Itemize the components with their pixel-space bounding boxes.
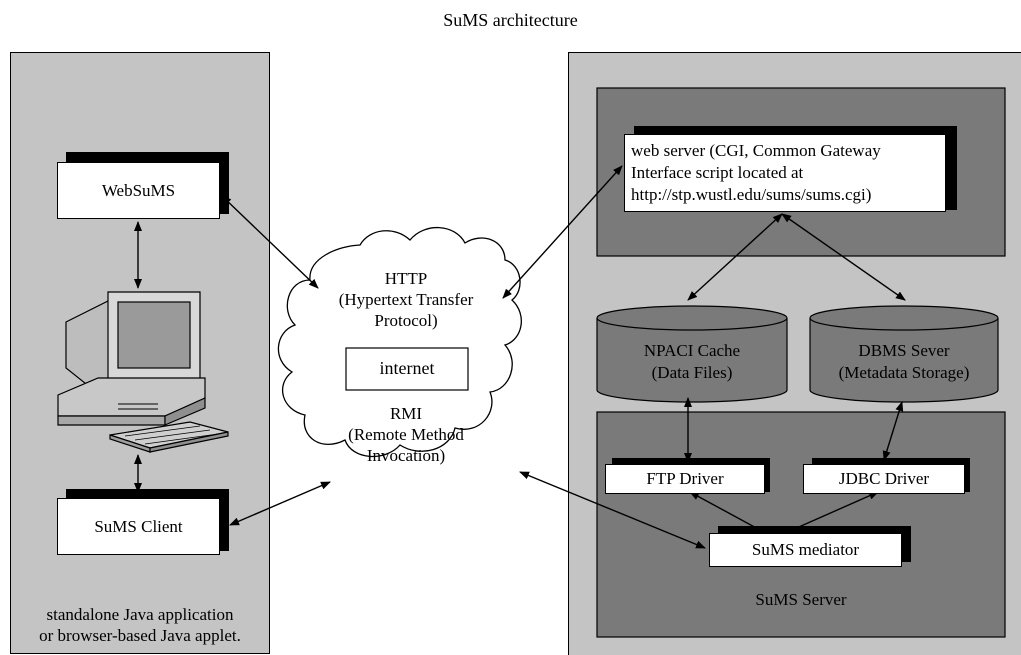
arrow-webserver-npaci: [687, 213, 783, 301]
dbms-line2: (Metadata Storage): [838, 363, 970, 382]
dbms-server-cylinder: [809, 305, 999, 403]
arrow-rmi-mediator: [519, 471, 706, 549]
websums-label: WebSuMS: [101, 180, 176, 200]
ftp-driver-label: FTP Driver: [646, 469, 724, 488]
arrow-client-rmi: [229, 481, 331, 526]
arrow-mediator-jdbc: [791, 491, 879, 531]
npaci-cache-label: NPACI Cache (Data Files): [597, 340, 787, 384]
jdbc-driver-box: JDBC Driver: [803, 464, 965, 494]
internet-cloud: [277, 226, 522, 458]
jdbc-driver-label: JDBC Driver: [838, 469, 930, 488]
internet-box: [345, 347, 469, 391]
mediator-label: SuMS mediator: [751, 540, 860, 559]
web-server-box: web server (CGI, Common Gateway Interfac…: [624, 134, 946, 212]
rmi-line1: RMI: [389, 404, 423, 423]
http-label: HTTP (Hypertext Transfer Protocol): [300, 268, 512, 331]
sums-client-label: SuMS Client: [94, 516, 183, 536]
arrow-dbms-jdbc: [882, 401, 904, 461]
diagram-title: SuMS architecture: [443, 10, 578, 30]
client-caption-line1: standalone Java application: [46, 605, 234, 624]
dbms-line1: DBMS Sever: [858, 341, 950, 360]
sums-client-box: SuMS Client: [57, 498, 220, 555]
websums-box: WebSuMS: [57, 162, 220, 219]
web-server-line3: http://stp.wustl.edu/sums/sums.cgi): [631, 185, 872, 204]
npaci-line2: (Data Files): [651, 363, 733, 382]
dbms-label: DBMS Sever (Metadata Storage): [810, 340, 998, 384]
web-server-line1: web server (CGI, Common Gateway: [631, 141, 881, 160]
client-caption-line2: or browser-based Java applet.: [39, 626, 241, 645]
mediator-box: SuMS mediator: [709, 533, 902, 567]
client-caption: standalone Java application or browser-b…: [10, 604, 270, 646]
http-line3: Protocol): [374, 311, 438, 330]
ftp-driver-box: FTP Driver: [605, 464, 765, 494]
internet-label: internet: [379, 358, 435, 378]
desktop-computer-icon: [57, 291, 229, 453]
npaci-line1: NPACI Cache: [643, 341, 741, 360]
arrow-http-webserver: [502, 165, 623, 299]
rmi-line3: Invocation): [366, 446, 446, 465]
sums-server-label: SuMS Server: [755, 590, 847, 609]
rmi-label: RMI (Remote Method Invocation): [300, 403, 512, 466]
http-line1: HTTP: [384, 269, 428, 288]
arrow-websums-http: [221, 195, 319, 289]
rmi-line2: (Remote Method: [348, 425, 464, 444]
web-server-line2: Interface script located at: [631, 163, 804, 182]
arrow-mediator-ftp: [689, 491, 761, 531]
npaci-cache-cylinder: [596, 305, 788, 403]
http-line2: (Hypertext Transfer: [338, 290, 474, 309]
arrow-webserver-dbms: [781, 213, 906, 301]
